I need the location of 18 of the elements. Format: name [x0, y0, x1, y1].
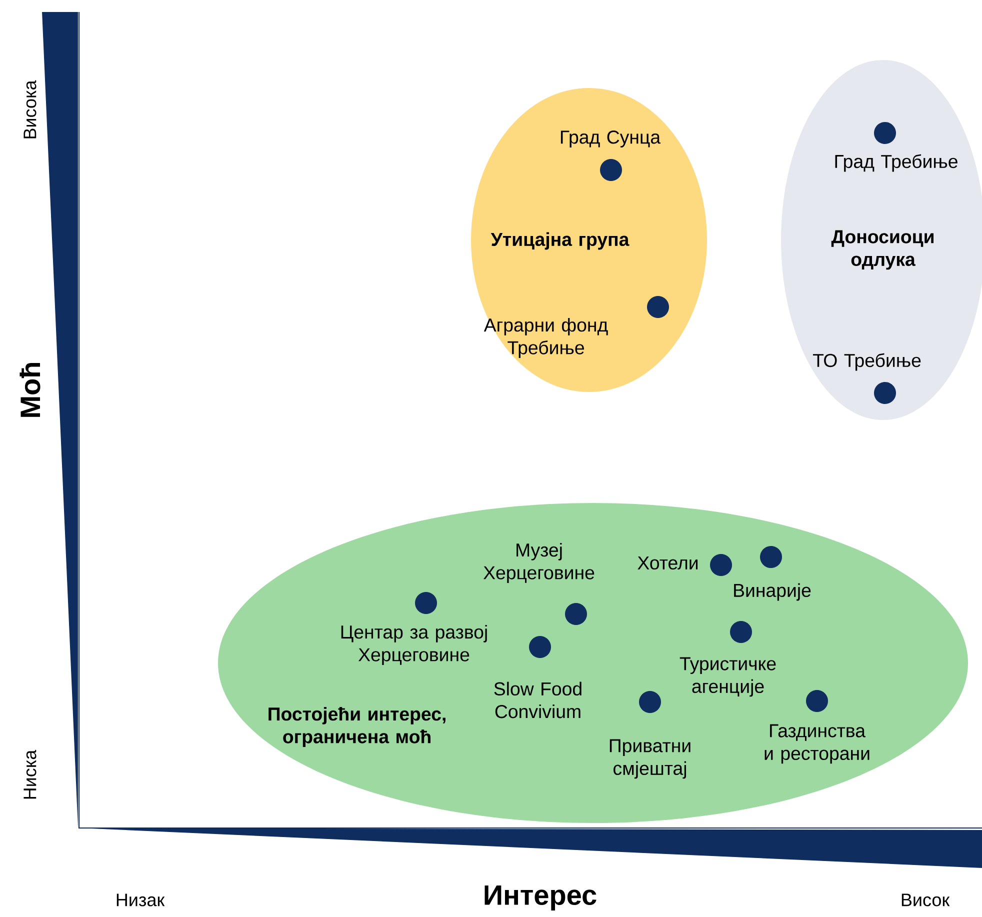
stakeholder-label: Хотели	[638, 556, 698, 570]
axis-tick-label: Ниска	[24, 750, 36, 799]
stakeholder-label: Slow Food Convivium	[494, 682, 582, 718]
axis-tick-label: Висок	[902, 894, 950, 906]
stakeholder-label: Град Сунца	[560, 130, 661, 148]
stakeholder-label: Аграрни фонд Требиње	[484, 318, 608, 358]
stakeholder-label: Винарије	[734, 583, 811, 601]
stakeholder-label: Туристичке агенције	[680, 657, 776, 697]
axis-tick-label: Низак	[116, 894, 165, 906]
stakeholder-label: ТО Требиње	[812, 353, 921, 371]
stakeholder-label: Центар за развој Херцеговине	[341, 624, 487, 666]
axis-tick-label: Висока	[24, 80, 36, 138]
stakeholder-label: Газдинства и ресторани	[764, 724, 870, 764]
stakeholder-label: Град Требиње	[835, 154, 958, 172]
axis-title: Интерес	[484, 885, 596, 911]
axis-title: Моћ	[20, 362, 40, 417]
stakeholder-label: Приватни смјештај	[610, 739, 690, 779]
stakeholder-label: Музеј Херцеговине	[483, 542, 594, 584]
